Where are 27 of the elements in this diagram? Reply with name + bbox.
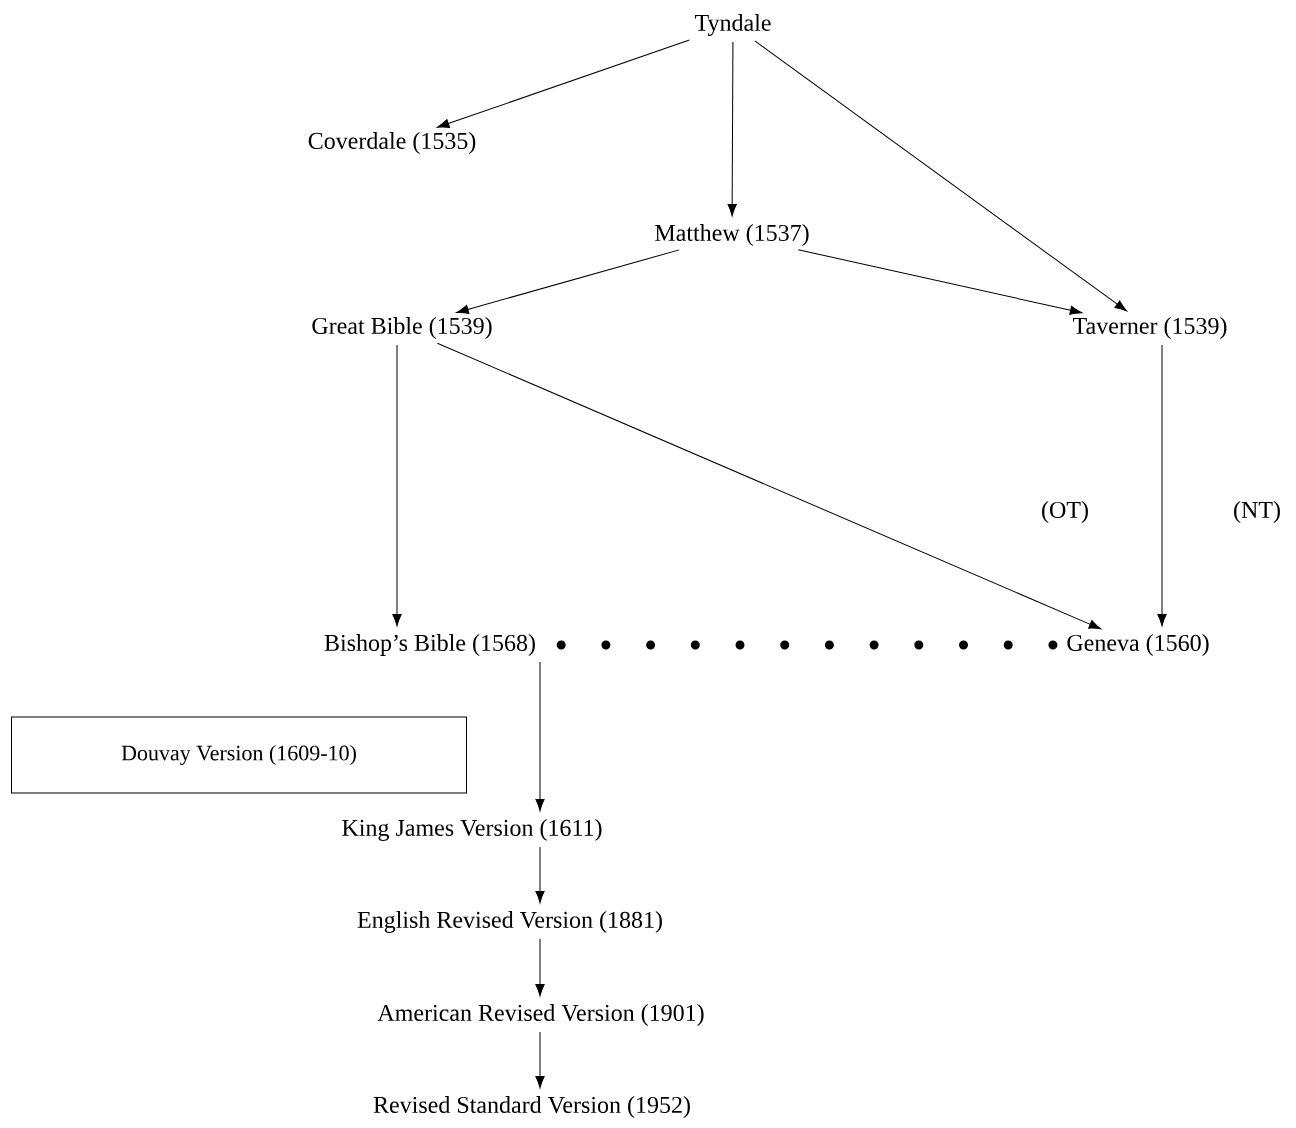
version-label: Matthew (1537): [655, 224, 809, 246]
arrow: [754, 40, 1127, 312]
arrow: [535, 846, 545, 904]
dotted-line: [556, 640, 1058, 650]
arrow: [392, 344, 402, 627]
arrow: [535, 661, 545, 812]
arrow: [1157, 344, 1167, 627]
version-label: King James Version (1611): [342, 819, 602, 841]
arrow: [727, 41, 737, 217]
version-label: Taverner (1539): [1073, 317, 1227, 339]
version-box: Douvay Version (1609-10): [11, 716, 467, 794]
version-label: Great Bible (1539): [312, 317, 492, 339]
version-label: Geneva (1560): [1067, 634, 1209, 656]
arrow: [436, 342, 1102, 630]
version-label: Coverdale (1535): [308, 132, 476, 154]
version-label: Tyndale: [694, 14, 771, 36]
version-label: English Revised Version (1881): [357, 911, 662, 933]
testament-label: (OT): [1042, 501, 1088, 523]
version-label: Revised Standard Version (1952): [373, 1096, 690, 1118]
testament-label: (NT): [1234, 501, 1280, 523]
version-label: American Revised Version (1901): [377, 1004, 704, 1026]
arrow: [456, 249, 680, 314]
arrow: [535, 1031, 545, 1089]
arrow: [797, 249, 1083, 315]
version-label: Bishop’s Bible (1568): [324, 634, 535, 656]
arrow: [535, 938, 545, 997]
arrow: [437, 39, 690, 128]
